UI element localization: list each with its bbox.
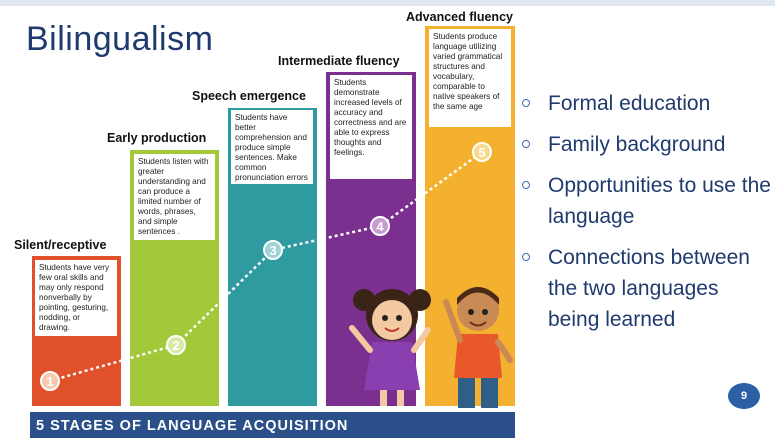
slide-title: Bilingualism	[26, 20, 214, 58]
bullet-list: Formal education Family background Oppor…	[520, 88, 775, 345]
bullet-text: Opportunities to use the language	[548, 174, 771, 228]
stage-marker-2: 2	[166, 335, 186, 355]
stage-description-4: Students demonstrate increased levels of…	[330, 75, 412, 179]
stage-number-2: 2	[172, 338, 179, 353]
girl-cartoon-icon	[349, 289, 431, 406]
stage-title-5: Advanced fluency	[406, 10, 513, 24]
stage-title-2: Early production	[107, 131, 207, 145]
bullet-item: Formal education	[520, 88, 775, 119]
stage-title-4: Intermediate fluency	[278, 54, 400, 68]
stage-number-4: 4	[376, 219, 384, 234]
boy-cartoon-icon	[443, 287, 513, 408]
stage-number-3: 3	[269, 243, 276, 258]
stage-marker-4: 4	[370, 216, 390, 236]
bullet-item: Connections between the two languages be…	[520, 242, 775, 335]
stage-marker-3: 3	[263, 240, 283, 260]
bullet-text: Connections between the two languages be…	[548, 246, 750, 331]
stage-number-5: 5	[478, 145, 485, 160]
stage-marker-5: 5	[472, 142, 492, 162]
bullet-text: Formal education	[548, 92, 711, 115]
stage-number-1: 1	[46, 374, 53, 389]
stage-title-1: Silent/receptive	[14, 238, 107, 252]
bullet-ring-icon	[522, 99, 530, 107]
top-bar	[0, 0, 775, 6]
bullet-ring-icon	[522, 140, 530, 148]
page-number-badge: 9	[728, 383, 760, 409]
bullet-text: Family background	[548, 133, 726, 156]
bullet-ring-icon	[522, 253, 530, 261]
stage-description-2: Students listen with greater understandi…	[134, 154, 215, 240]
banner-text: 5 STAGES OF LANGUAGE ACQUISITION	[36, 418, 349, 434]
stage-marker-1: 1	[40, 371, 60, 391]
stage-description-1: Students have very few oral skills and m…	[35, 260, 117, 336]
stage-description-3: Students have better comprehension and p…	[231, 110, 313, 184]
bullet-ring-icon	[522, 181, 530, 189]
bullet-item: Opportunities to use the language	[520, 170, 775, 232]
bullet-item: Family background	[520, 129, 775, 160]
stage-description-5: Students produce language utilizing vari…	[429, 29, 511, 127]
banner	[30, 412, 515, 438]
stage-title-3: Speech emergence	[192, 89, 306, 103]
